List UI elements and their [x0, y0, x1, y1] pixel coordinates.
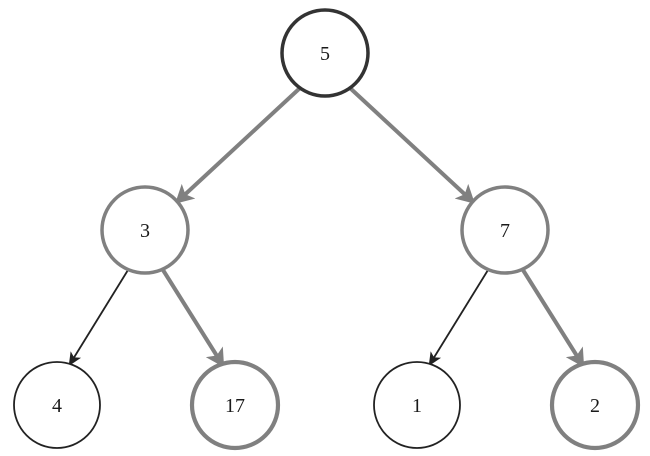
- node-circle-17[interactable]: [189, 359, 281, 451]
- node-label-3: 3: [140, 220, 150, 242]
- tree-node-3[interactable]: 3: [100, 185, 190, 275]
- tree-node-4[interactable]: 4: [13, 361, 101, 449]
- tree-node-1[interactable]: 1: [373, 361, 461, 449]
- tree-edge-7-to-2: [521, 268, 585, 368]
- node-circle-3[interactable]: [100, 185, 190, 275]
- node-circle-5[interactable]: [280, 8, 370, 98]
- node-circle-7[interactable]: [460, 185, 550, 275]
- tree-edge-3-to-17: [161, 268, 225, 368]
- tree-edge-7-to-1: [428, 269, 489, 367]
- node-circle-1[interactable]: [373, 361, 461, 449]
- tree-edge-5-to-7: [348, 86, 475, 204]
- node-circle-2[interactable]: [549, 359, 641, 451]
- tree-edge-5-to-3: [175, 86, 302, 204]
- edges-group: [68, 86, 585, 368]
- node-label-1: 1: [412, 395, 422, 417]
- node-label-5: 5: [320, 43, 330, 65]
- tree-node-5[interactable]: 5: [280, 8, 370, 98]
- tree-node-7[interactable]: 7: [460, 185, 550, 275]
- node-label-17: 17: [225, 395, 245, 417]
- node-label-2: 2: [590, 395, 600, 417]
- node-label-4: 4: [52, 395, 62, 417]
- tree-node-2[interactable]: 2: [549, 359, 641, 451]
- node-label-7: 7: [500, 220, 510, 242]
- nodes-group: 5 3 7 4 17 1 2: [13, 8, 641, 451]
- tree-node-17[interactable]: 17: [189, 359, 281, 451]
- tree-edge-3-to-4: [68, 269, 129, 367]
- node-circle-4[interactable]: [13, 361, 101, 449]
